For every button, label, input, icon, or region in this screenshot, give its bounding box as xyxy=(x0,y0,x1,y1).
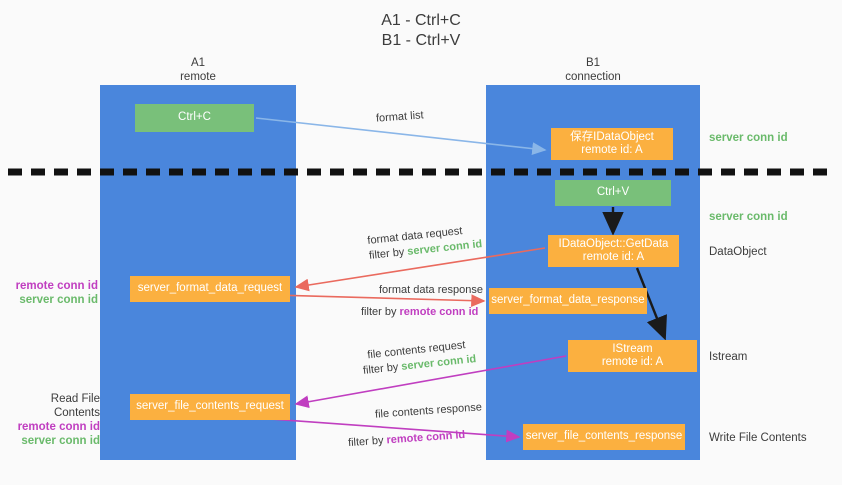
lane-a1-subtitle: remote xyxy=(180,70,216,83)
edge-label-format-data-request: format data request filter by server con… xyxy=(366,225,483,262)
node-istream-label: IStream xyxy=(612,342,653,355)
right-label-server-conn-id-top: server conn id xyxy=(709,132,788,144)
filter-key-remote-conn-id: remote conn id xyxy=(399,306,479,318)
node-server-file-contents-response[interactable]: server_file_contents_response xyxy=(523,424,685,450)
page-title: A1 - Ctrl+C B1 - Ctrl+V xyxy=(0,11,842,51)
node-getdata-label: IDataObject::GetData xyxy=(558,237,669,250)
left-server-conn-id-2: server conn id xyxy=(21,435,100,447)
right-label-istream: Istream xyxy=(709,351,748,363)
edge-label-file-contents-response: file contents response xyxy=(374,401,483,421)
node-istream[interactable]: IStream remote id: A xyxy=(568,340,697,372)
lane-a1-header: A1 remote xyxy=(120,57,276,84)
right-label-write-file-contents: Write File Contents xyxy=(709,432,807,444)
right-label-server-conn-id-mid: server conn id xyxy=(709,211,788,223)
node-ctrl-v[interactable]: Ctrl+V xyxy=(555,180,671,206)
edge-label-format-list: format list xyxy=(375,109,425,125)
title-line-2: B1 - Ctrl+V xyxy=(381,32,461,49)
lane-b1-subtitle: connection xyxy=(565,70,621,83)
node-ctrl-c-label: Ctrl+C xyxy=(178,111,211,124)
node-save-idataobject-sub: remote id: A xyxy=(581,144,643,156)
lane-b1-title: B1 xyxy=(585,57,601,69)
edge-label-format-data-response: format data response filter by remote co… xyxy=(361,284,483,318)
node-getdata-sub: remote id: A xyxy=(582,251,645,263)
node-server-format-data-request[interactable]: server_format_data_request xyxy=(130,276,290,302)
left-remote-conn-id-1: remote conn id xyxy=(15,280,98,292)
node-idataobject-getdata[interactable]: IDataObject::GetData remote id: A xyxy=(548,235,679,267)
edge-label-file-contents-request: file contents request filter by server c… xyxy=(362,339,477,377)
lane-b1-header: B1 connection xyxy=(512,57,674,84)
node-server-file-contents-response-label: server_file_contents_response xyxy=(525,430,683,443)
node-ctrl-c[interactable]: Ctrl+C xyxy=(135,104,254,132)
node-save-idataobject[interactable]: 保存IDataObject remote id: A xyxy=(551,128,673,160)
filter-key-remote-conn-id-2: remote conn id xyxy=(386,428,466,447)
node-server-format-data-request-label: server_format_data_request xyxy=(137,282,283,295)
left-read-file-contents: Read File Contents xyxy=(50,393,100,419)
right-label-dataobject: DataObject xyxy=(709,246,767,258)
title-line-1: A1 - Ctrl+C xyxy=(381,12,461,29)
node-server-format-data-response[interactable]: server_format_data_response xyxy=(489,288,647,314)
node-save-idataobject-label: 保存IDataObject xyxy=(570,130,654,143)
left-server-conn-id-1: server conn id xyxy=(19,294,98,306)
lane-a1-title: A1 xyxy=(190,57,206,69)
edge-label-file-contents-response-filter: filter by remote conn id xyxy=(347,428,466,450)
left-label-read-file-contents-group: Read File Contents remote conn id server… xyxy=(8,392,100,448)
node-server-file-contents-request[interactable]: server_file_contents_request xyxy=(130,394,290,420)
node-server-file-contents-request-label: server_file_contents_request xyxy=(136,400,284,413)
left-remote-conn-id-2: remote conn id xyxy=(17,421,100,433)
node-ctrl-v-label: Ctrl+V xyxy=(596,186,630,199)
node-istream-sub: remote id: A xyxy=(601,356,664,368)
left-label-conn-ids-1: remote conn id server conn id xyxy=(8,279,98,307)
node-server-format-data-response-label: server_format_data_response xyxy=(491,294,645,307)
